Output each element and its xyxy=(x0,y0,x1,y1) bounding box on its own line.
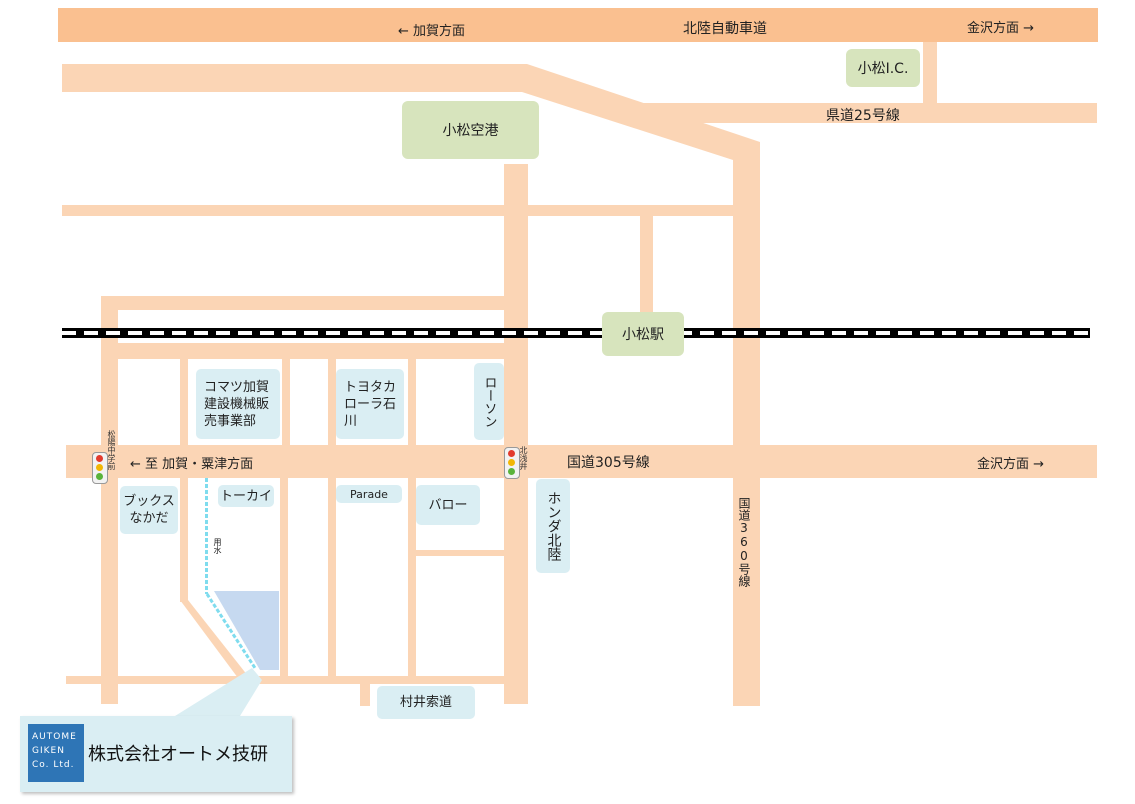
signal-east-label: 北浅井 xyxy=(519,446,528,470)
street-south-3 xyxy=(408,478,416,678)
canal xyxy=(205,478,208,594)
shop-honda: ホンダ北陸 xyxy=(536,479,570,573)
komatsu-airport: 小松空港 xyxy=(402,101,539,159)
street-south-west-v xyxy=(180,478,188,602)
road-to-station xyxy=(640,216,653,316)
street-south-2 xyxy=(328,478,336,678)
pref-road-25-label: 県道25号線 xyxy=(826,108,900,124)
route-305-west-label: ← 至 加賀・粟津方面 xyxy=(130,457,254,472)
route-360-label: 国道360号線 xyxy=(737,497,751,587)
expressway-west-label: ← 加賀方面 xyxy=(398,24,466,39)
road-vertical-center xyxy=(504,164,528,704)
signal-west-label: 松陽中学前 xyxy=(107,430,116,470)
komatsu-station: 小松駅 xyxy=(602,312,684,356)
street-3 xyxy=(328,359,336,445)
traffic-light-icon xyxy=(92,452,108,484)
expressway-name: 北陸自動車道 xyxy=(683,21,767,37)
komatsu-ic: 小松I.C. xyxy=(846,49,920,87)
expressway-east-label: 金沢方面 → xyxy=(967,21,1035,36)
shop-barrow: バロー xyxy=(416,485,480,525)
railway-line xyxy=(62,328,1090,338)
shop-komatsu: コマツ加賀建設機械販売事業部 xyxy=(196,369,280,439)
traffic-light-icon xyxy=(504,447,520,479)
shop-tokai: トーカイ xyxy=(218,485,274,507)
ic-connector-road xyxy=(923,42,937,104)
canal-label: 用水 xyxy=(213,538,222,554)
street-2 xyxy=(282,359,290,445)
road-below-rail xyxy=(101,343,528,359)
street-south-1 xyxy=(280,478,288,678)
road-west-vertical xyxy=(101,296,118,704)
murai-sakudo: 村井索道 xyxy=(377,686,475,719)
street-south-h xyxy=(408,550,504,556)
road-west-top xyxy=(101,296,505,310)
route-305 xyxy=(66,445,1097,478)
company-callout: AUTOME GIKEN Co. Ltd. 株式会社オートメ技研 xyxy=(20,716,292,792)
road-horizontal-upper xyxy=(62,205,736,216)
murai-road xyxy=(360,684,370,706)
route-305-east-label: 金沢方面 → xyxy=(977,457,1045,472)
company-name: 株式会社オートメ技研 xyxy=(88,744,268,765)
hokuriku-expressway xyxy=(58,8,1098,42)
street-4 xyxy=(408,359,416,445)
shop-lawson: ローソン xyxy=(474,363,504,440)
shop-toyota: トヨタカローラ石川 xyxy=(336,369,404,439)
pref-road-25 xyxy=(640,103,1097,123)
route-305-label: 国道305号線 xyxy=(567,455,650,471)
shop-parade: Parade xyxy=(336,485,402,503)
road-south-horizontal xyxy=(66,676,506,684)
shop-books: ブックスなかだ xyxy=(120,486,178,534)
street-1 xyxy=(180,359,188,445)
company-logo: AUTOME GIKEN Co. Ltd. xyxy=(28,724,84,782)
